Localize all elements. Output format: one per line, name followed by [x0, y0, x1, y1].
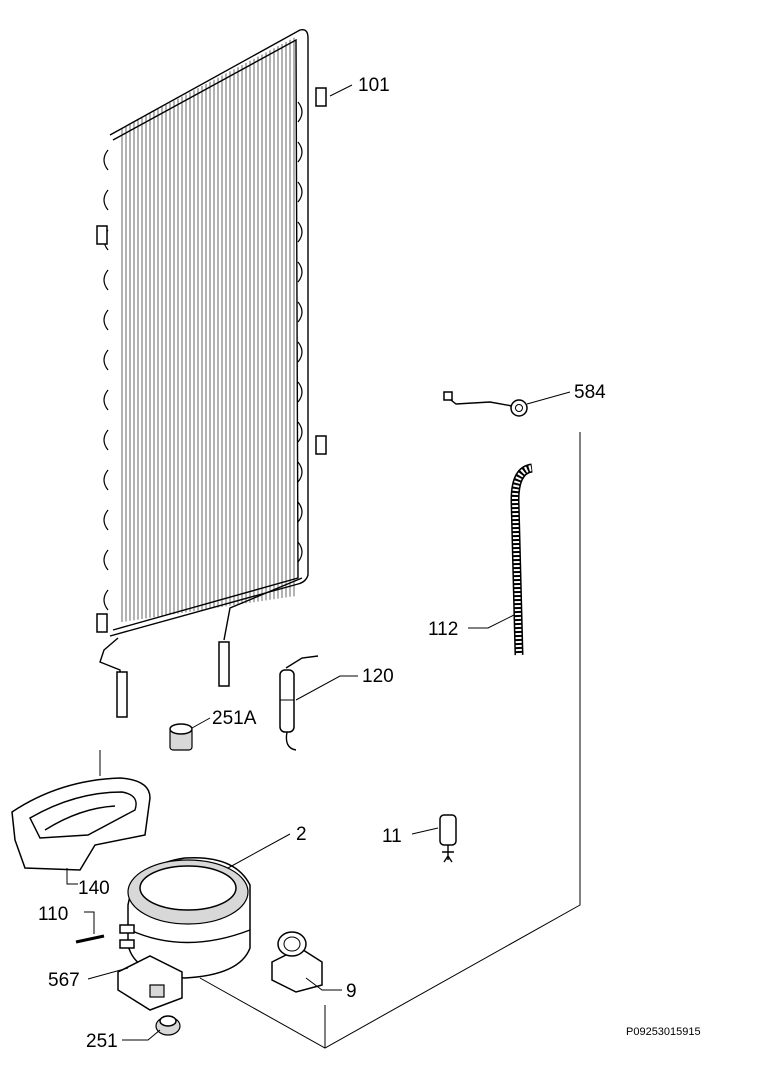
foot-grommet-icon[interactable] — [155, 1015, 181, 1036]
label-251: 251 — [86, 1031, 118, 1052]
drip-tray-icon[interactable] — [11, 777, 151, 871]
part-labels: 101 584 112 120 251A 11 2 140 110 567 9 … — [38, 75, 701, 1052]
label-9: 9 — [346, 981, 357, 1002]
label-112: 112 — [428, 619, 458, 640]
label-251a: 251A — [212, 708, 257, 729]
drain-hose-icon[interactable] — [510, 463, 534, 656]
leader-lines — [66, 84, 571, 1041]
label-101: 101 — [358, 75, 390, 96]
drawing-code: P09253015915 — [626, 1026, 701, 1038]
mounting-bracket-icon[interactable] — [117, 955, 183, 1011]
label-567: 567 — [48, 970, 80, 991]
label-11: 11 — [382, 826, 402, 847]
label-120: 120 — [362, 666, 394, 687]
label-140: 140 — [78, 878, 110, 899]
condenser-icon[interactable] — [96, 28, 327, 718]
label-584: 584 — [574, 382, 606, 403]
cable-grommet-icon[interactable] — [443, 391, 528, 417]
filter-drier-icon[interactable] — [279, 655, 319, 751]
rubber-grommet-icon[interactable] — [169, 723, 193, 751]
cabinet-outline — [199, 432, 581, 1049]
compressor-icon[interactable] — [119, 856, 251, 979]
pin-icon[interactable] — [75, 934, 105, 944]
starter-relay-icon[interactable] — [271, 931, 323, 993]
thermal-protector-icon[interactable] — [439, 814, 457, 863]
label-2: 2 — [296, 824, 307, 845]
label-110: 110 — [38, 904, 68, 925]
